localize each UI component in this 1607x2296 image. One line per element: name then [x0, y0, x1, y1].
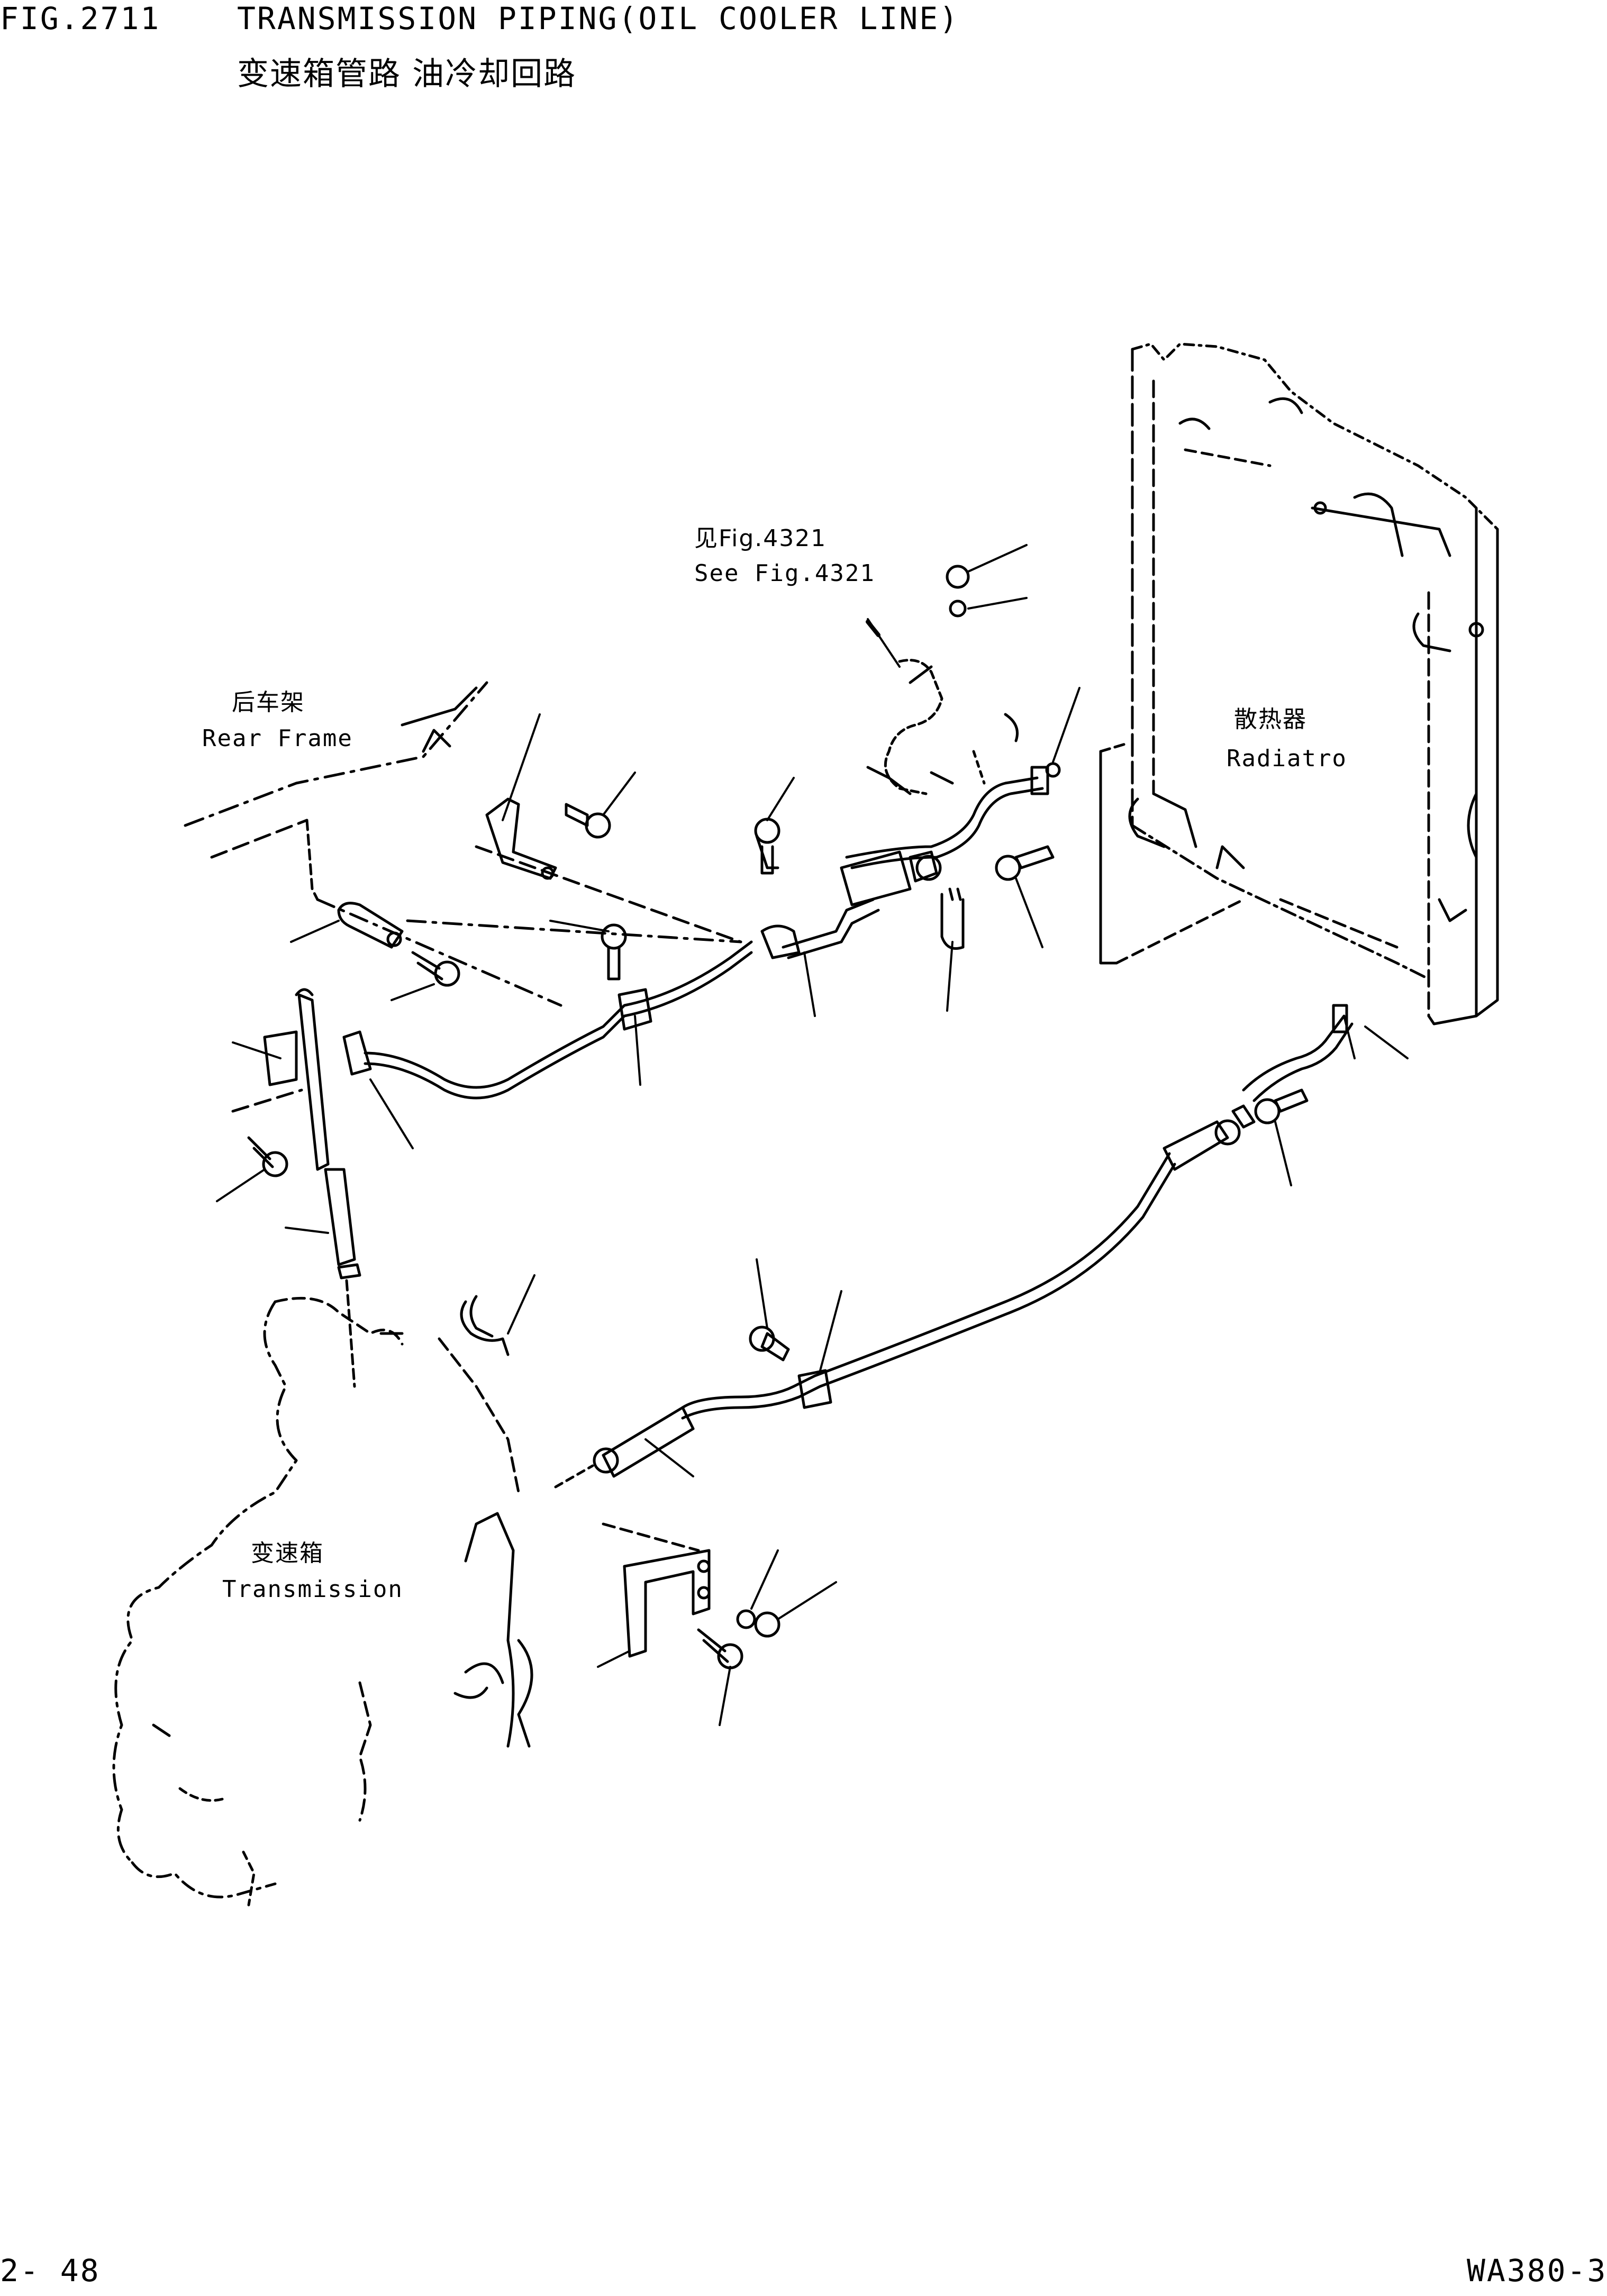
leader-lines	[217, 545, 1408, 1725]
see-fig-label-en: See Fig.4321	[694, 560, 875, 587]
radiator-outline	[1101, 344, 1497, 1024]
radiator-label-zh: 散热器	[1234, 706, 1307, 733]
fig-number: FIG.2711	[0, 1, 161, 37]
title-zh: 变速箱管路 油冷却回路	[237, 56, 577, 93]
fittings	[249, 566, 1307, 1668]
transmission-label-zh: 变速箱	[251, 1540, 324, 1567]
rear-frame-label-en: Rear Frame	[202, 725, 353, 752]
arrow-tip	[868, 622, 878, 635]
radiator-label-en: Radiatro	[1227, 745, 1347, 772]
transmission-outline	[114, 1298, 532, 1905]
transmission-label-en: Transmission	[222, 1576, 403, 1603]
title-en: TRANSMISSION PIPING(OIL COOLER LINE)	[237, 1, 960, 37]
upper-oil-pipe	[365, 767, 1048, 1098]
rear-frame-label-zh: 后车架	[232, 689, 305, 716]
rear-frame-outline	[185, 683, 741, 1111]
model-code: WA380-3	[1467, 2253, 1607, 2289]
vertical-hose	[296, 990, 360, 1386]
lower-oil-pipe	[683, 1005, 1352, 1418]
see-fig-label-zh: 见Fig.4321	[694, 525, 827, 552]
page-number: 2- 48	[0, 2253, 101, 2289]
